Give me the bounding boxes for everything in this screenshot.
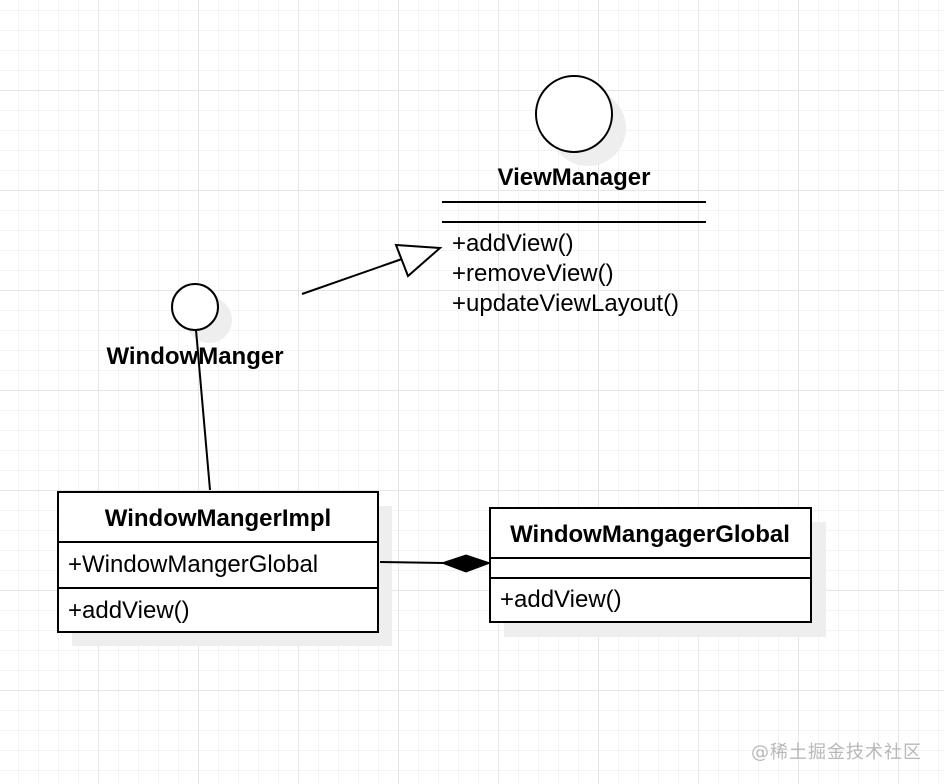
watermark: @稀土掘金技术社区 [751,742,922,763]
window-manager-lollipop-icon [171,283,219,331]
composition-diamond-icon [440,554,492,573]
window-manager-name: WindowManger [106,343,283,370]
generalization-arrow [301,243,443,295]
view-manager-method-update: +updateViewLayout() [452,290,679,317]
generalization-arrowhead-icon [394,243,443,278]
window-manager-impl-class[interactable]: WindowMangerImpl +WindowMangerGlobal +ad… [57,491,392,646]
window-manager-global-method: +addView() [500,586,622,613]
view-manager-method-add: +addView() [452,230,574,257]
view-manager-method-remove: +removeView() [452,260,614,287]
window-manager-global-box [489,507,812,623]
window-manager-impl-method: +addView() [68,597,190,624]
composition-line [379,561,445,564]
window-manager-global-name: WindowMangagerGlobal [510,521,790,548]
view-manager-name: ViewManager [498,164,651,191]
generalization-line [301,258,403,295]
window-manager-impl-name: WindowMangerImpl [105,505,331,532]
window-manager-impl-box [57,491,379,633]
view-manager-lollipop-icon [535,75,613,153]
view-manager-interface[interactable]: ViewManager +addView() +removeView() +up… [442,75,706,317]
composition-association [379,554,492,573]
realization-line [195,329,211,491]
window-manager-interface[interactable]: WindowManger [106,283,284,370]
window-manager-impl-attribute: +WindowMangerGlobal [68,551,318,578]
window-manager-global-class[interactable]: WindowMangagerGlobal +addView() [489,507,826,637]
